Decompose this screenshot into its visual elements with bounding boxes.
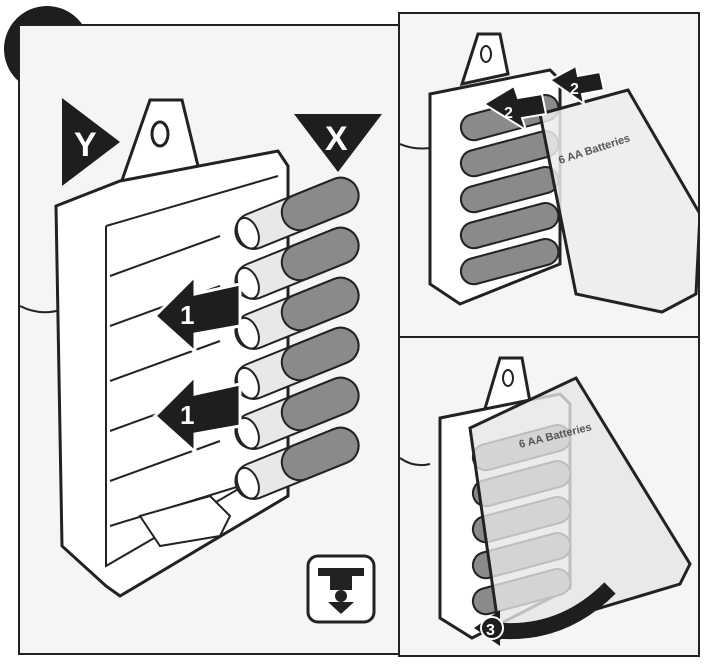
- arrow-label: 3: [486, 622, 495, 639]
- battery: [234, 176, 360, 250]
- battery: [234, 426, 360, 500]
- battery-cover: [468, 376, 692, 640]
- battery: [234, 276, 360, 350]
- arrow-label: 2: [504, 105, 513, 122]
- batteries: [234, 176, 360, 500]
- ceiling-mount-icon: [306, 554, 376, 624]
- arrow-label: 2: [570, 81, 579, 98]
- battery-housing: [54, 149, 290, 598]
- cover-lift-panel: 6 AA Batteries 2 2: [398, 12, 700, 338]
- label-y: Y: [74, 126, 97, 164]
- cover-close-illustration: 6 AA Batteries 3: [400, 356, 692, 646]
- arrow-swing: 3: [474, 582, 616, 646]
- arrow-lift-left: 2: [482, 84, 548, 133]
- battery: [234, 376, 360, 450]
- arrow-lift-right: 2: [548, 64, 606, 107]
- label-x-marker: X: [294, 114, 382, 172]
- arrow-label: 1: [180, 300, 194, 330]
- battery-cover: [538, 88, 698, 314]
- label-y-marker: Y: [62, 98, 120, 186]
- latch: [138, 494, 232, 548]
- arrow-label: 1: [180, 400, 194, 430]
- cover-close-panel: 6 AA Batteries 3: [398, 336, 700, 657]
- arrow-remove-lower: 1: [152, 372, 242, 456]
- main-illustration: Y X: [20, 98, 382, 624]
- label-x: X: [325, 120, 348, 158]
- battery: [234, 326, 360, 400]
- wire-line: [20, 305, 61, 314]
- keyhole: [150, 120, 170, 148]
- cover-lift-illustration: 6 AA Batteries 2 2: [400, 32, 698, 314]
- arrow-remove-upper: 1: [152, 272, 242, 356]
- main-illustration-panel: Y X: [18, 24, 402, 655]
